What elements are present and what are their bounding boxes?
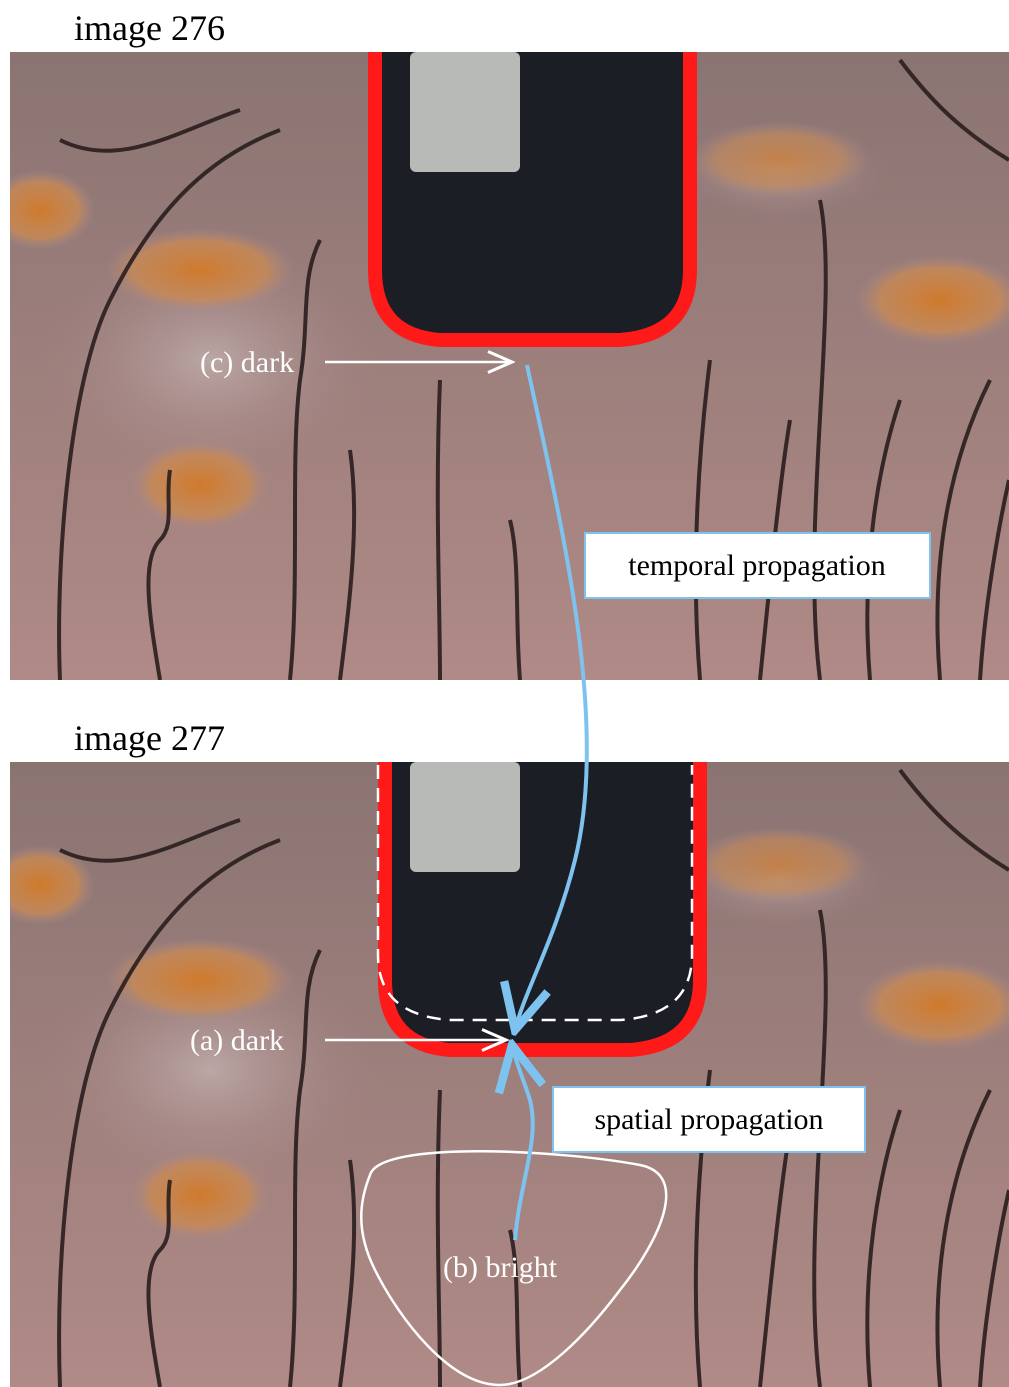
image-277-photo [0, 762, 1009, 1387]
a-dark-label: (a) dark [190, 1024, 284, 1057]
c-dark-label: (c) dark [200, 346, 294, 379]
temporal-propagation-box: temporal propagation [585, 533, 930, 598]
b-bright-label: (b) bright [443, 1251, 558, 1284]
spatial-propagation-box: spatial propagation [553, 1087, 865, 1152]
spatial-propagation-label: spatial propagation [594, 1103, 823, 1136]
temporal-propagation-label: temporal propagation [628, 549, 885, 582]
